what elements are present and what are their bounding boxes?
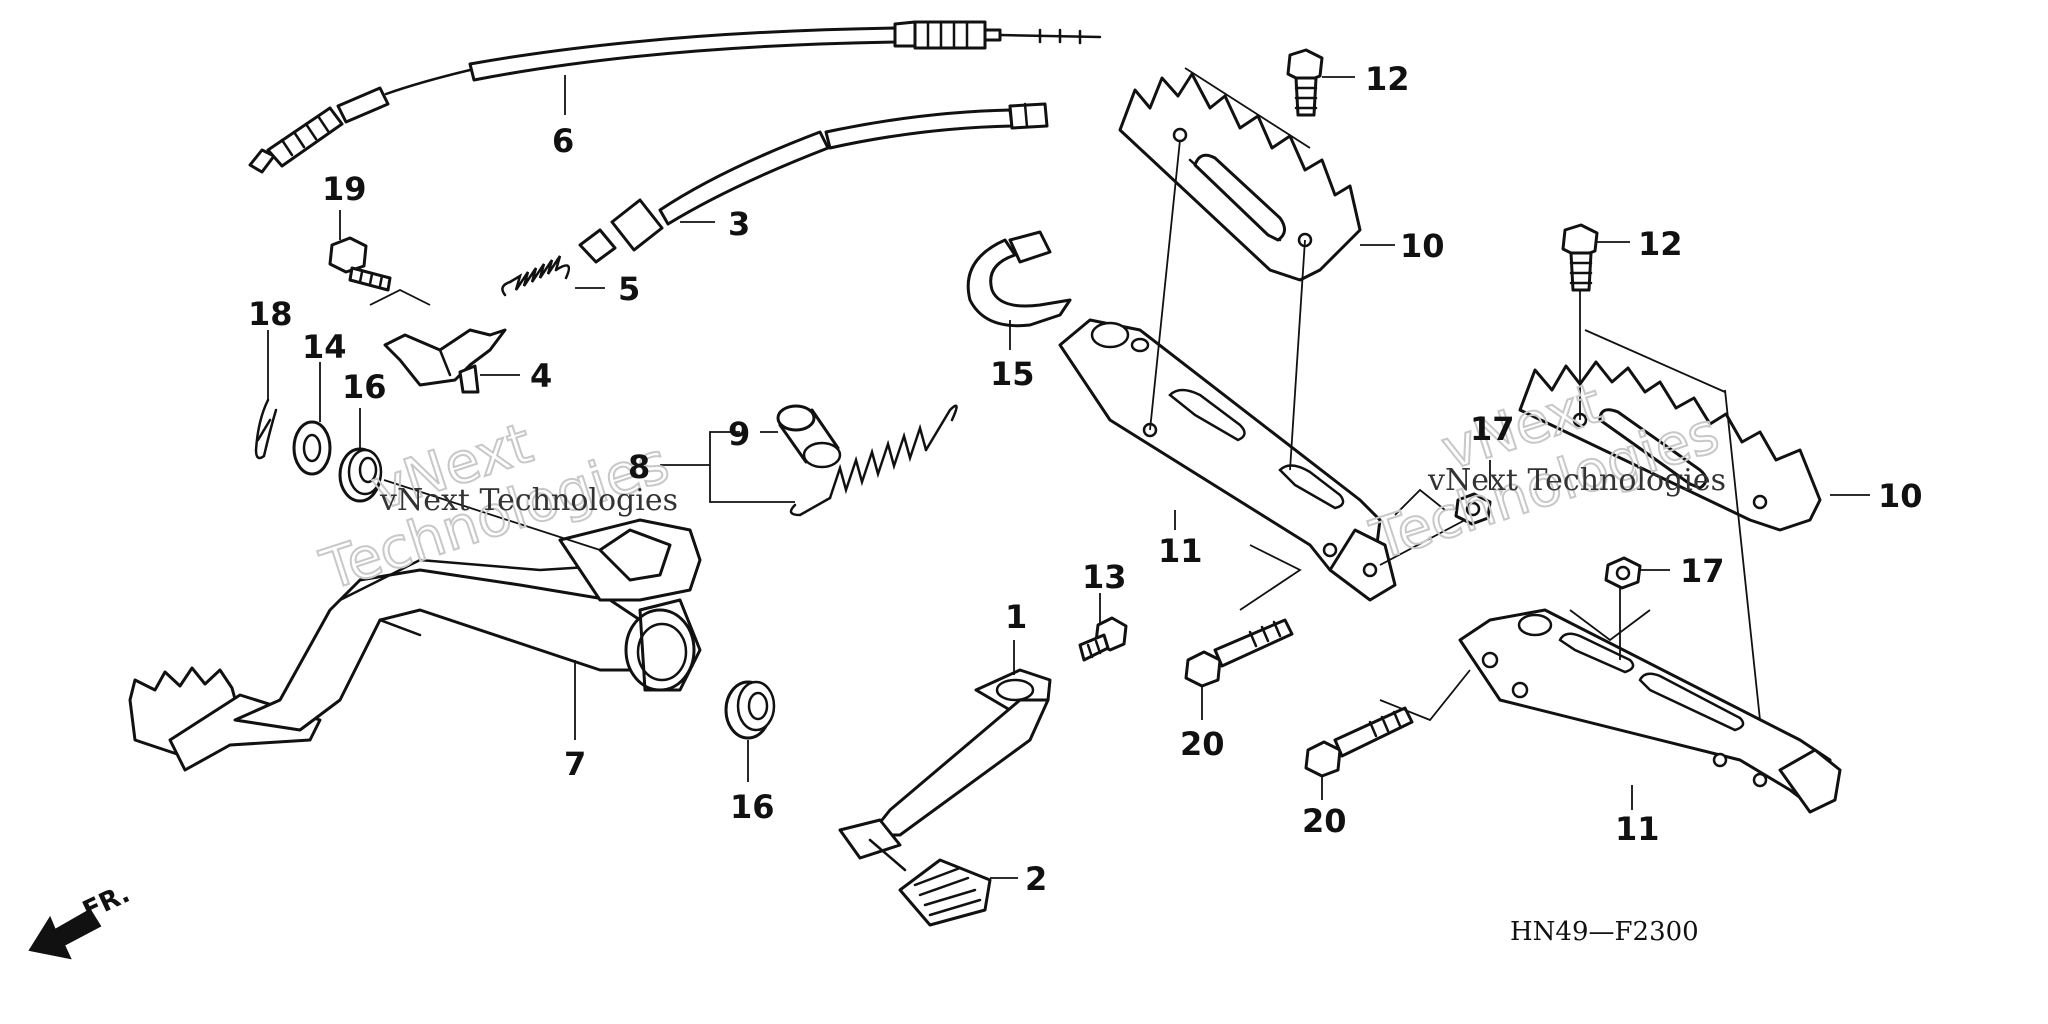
callout-15: 15 xyxy=(990,355,1035,393)
callout-17-lower: 17 xyxy=(1680,552,1725,590)
callout-19: 19 xyxy=(322,170,367,208)
callout-20-upper: 20 xyxy=(1180,725,1225,763)
callout-11-lower: 11 xyxy=(1615,810,1660,848)
callout-12-top: 12 xyxy=(1365,60,1410,98)
bolt-20-upper xyxy=(1184,618,1294,688)
callout-7: 7 xyxy=(564,745,586,783)
spring-5 xyxy=(501,255,571,297)
nut-17-lower xyxy=(1604,556,1642,590)
callout-8: 8 xyxy=(628,448,650,486)
bolt-12-top xyxy=(1286,48,1324,117)
step-10-top xyxy=(1118,67,1362,282)
brake-pedal-7 xyxy=(128,518,702,772)
cotter-pin-18 xyxy=(254,398,278,460)
callout-1: 1 xyxy=(1005,598,1027,636)
callout-16-upper: 16 xyxy=(342,368,387,406)
washer-14 xyxy=(292,420,332,476)
shift-rubber-2 xyxy=(898,858,992,927)
bolt-13 xyxy=(1078,616,1128,662)
callout-17-upper: 17 xyxy=(1470,410,1515,448)
bolt-12-right xyxy=(1561,223,1599,292)
callout-3: 3 xyxy=(728,205,750,243)
callout-20-lower: 20 xyxy=(1302,802,1347,840)
collar-9 xyxy=(776,404,842,469)
step-bracket-11-lower xyxy=(1458,608,1842,814)
callout-9: 9 xyxy=(728,415,750,453)
callout-13: 13 xyxy=(1082,558,1127,596)
watermark-inline-right: vNext Technologies xyxy=(1427,463,1726,498)
diagram-code: HN49—F2300 xyxy=(1510,917,1699,947)
callout-2: 2 xyxy=(1025,860,1047,898)
assembly-lines xyxy=(369,139,1761,722)
callout-6: 6 xyxy=(552,122,574,160)
callout-5: 5 xyxy=(618,270,640,308)
front-label: FR. xyxy=(78,879,134,927)
bearing-16-lower xyxy=(724,680,776,740)
bolt-20-lower xyxy=(1304,706,1414,778)
shift-pedal-1 xyxy=(838,668,1052,872)
nut-17-upper xyxy=(1454,492,1492,526)
step-bracket-11-upper xyxy=(1058,318,1397,602)
step-10-right xyxy=(1518,360,1822,532)
spring-8 xyxy=(789,404,958,517)
callout-leaders xyxy=(267,75,1870,879)
callout-16-lower: 16 xyxy=(730,788,775,826)
callout-12-right: 12 xyxy=(1638,225,1683,263)
cable-3 xyxy=(578,102,1049,264)
callout-10-top: 10 xyxy=(1400,227,1445,265)
callout-4: 4 xyxy=(530,357,552,395)
front-direction-indicator: FR. xyxy=(28,879,135,960)
callout-14: 14 xyxy=(302,328,347,366)
callout-18: 18 xyxy=(248,295,293,333)
watermark-inline-left: vNext Technologies xyxy=(379,483,678,518)
bolt-19 xyxy=(328,236,392,292)
callout-11-upper: 11 xyxy=(1158,532,1203,570)
callouts: 6 3 5 4 19 18 14 16 7 16 8 9 15 1 2 13 1… xyxy=(248,60,1923,898)
bracket-4 xyxy=(383,328,507,394)
callout-10-right: 10 xyxy=(1878,477,1923,515)
front-arrow-icon xyxy=(28,908,102,960)
clamp-15 xyxy=(966,230,1072,328)
cable-6 xyxy=(248,20,1102,174)
